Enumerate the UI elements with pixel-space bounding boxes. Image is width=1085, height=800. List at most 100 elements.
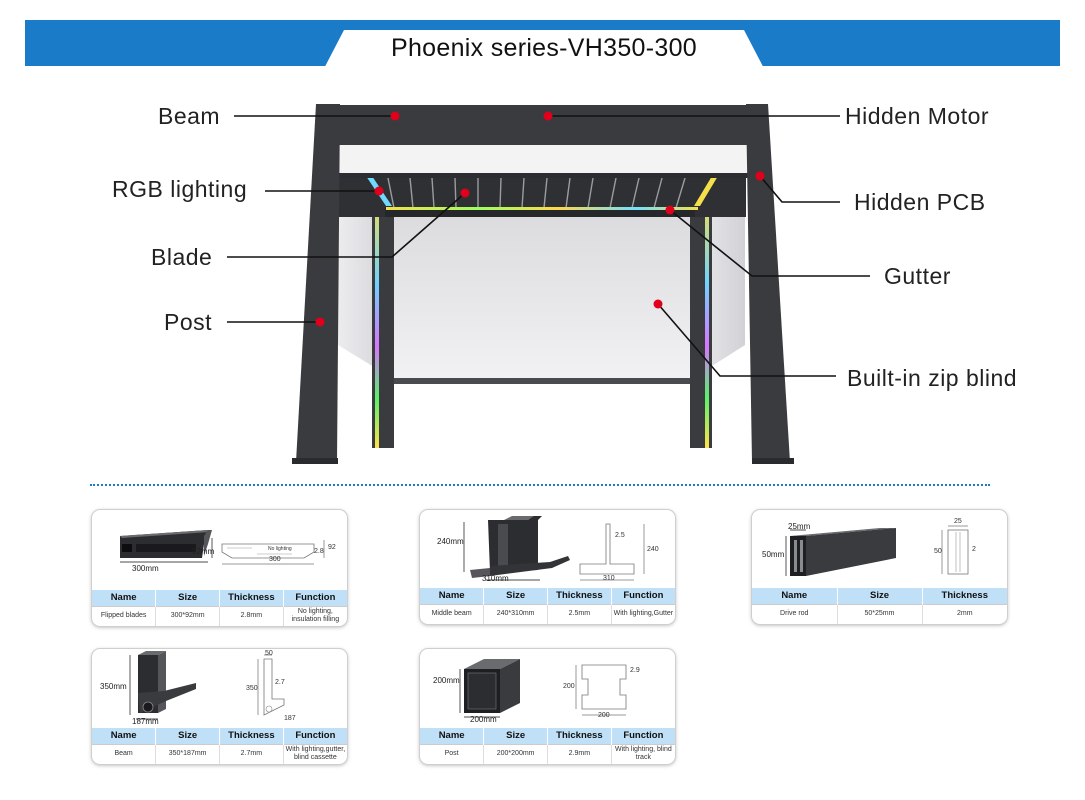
leader-lines (227, 115, 870, 377)
callout-dots (315, 111, 765, 327)
front-post-right (746, 104, 790, 462)
callout-hidden-motor: Hidden Motor (845, 103, 990, 129)
callout-blade: Blade (151, 244, 213, 270)
middle-beam-profile-figure (463, 516, 645, 581)
dim-drive-rod-width: 25mm (788, 522, 811, 531)
col-header-function: Function (611, 588, 675, 604)
drive-rod-profile-figure (785, 525, 969, 576)
dim-beam-schematic-top: 50 (265, 650, 273, 657)
spec-table-flipped-blades: Name Size Thickness Function Flipped bla… (92, 590, 347, 626)
col-header-thickness: Thickness (219, 590, 284, 606)
dim-blade-schematic-height: 92 (328, 544, 336, 551)
cell-function: With lighting,Gutter (611, 603, 675, 624)
section-divider (90, 484, 990, 486)
rgb-strip-top (386, 207, 698, 210)
dim-post-schematic-width: 200 (598, 712, 610, 719)
blind-cassette (337, 145, 749, 175)
col-header-size: Size (155, 590, 220, 606)
spec-table-post: Name Size Thickness Function Post 200*20… (420, 728, 675, 764)
dim-post-height: 200mm (433, 676, 460, 685)
col-header-function: Function (283, 590, 347, 606)
pergola-diagram: Beam RGB lighting Blade Post Hidden Moto… (0, 80, 1085, 480)
header-banner: Phoenix series-VH350-300 (0, 0, 1085, 80)
cell-function: No lighting, insulation filling (283, 605, 347, 626)
front-beam (318, 105, 768, 145)
col-header-function: Function (283, 728, 347, 744)
dim-drive-rod-schematic-height: 50 (934, 548, 942, 555)
dim-drive-rod-height: 50mm (762, 550, 785, 559)
post-foot-right (752, 458, 794, 464)
col-header-function: Function (611, 728, 675, 744)
blind-bottom-bar (390, 378, 700, 384)
dim-post-schematic-height: 200 (563, 683, 575, 690)
table-row: Middle beam 240*310mm 2.5mm With lightin… (420, 603, 675, 624)
col-header-name: Name (92, 590, 157, 606)
col-header-name: Name (420, 728, 485, 744)
cassette-bottom-edge (337, 173, 749, 178)
dim-blade-width: 300mm (132, 564, 159, 573)
dim-middle-beam-schematic-width: 310 (603, 575, 615, 582)
dim-middle-beam-schematic-thickness: 2.5 (615, 532, 625, 539)
spec-table-middle-beam: Name Size Thickness Function Middle beam… (420, 588, 675, 624)
cell-name: Middle beam (420, 603, 485, 624)
spec-table-drive-rod: Name Size Thickness Drive rod 50*25mm 2m… (752, 588, 1007, 624)
cell-size: 300*92mm (155, 605, 220, 626)
cell-size: 200*200mm (483, 743, 548, 764)
blade-lines (387, 177, 686, 209)
col-header-thickness: Thickness (922, 588, 1007, 604)
dim-post-schematic-thickness: 2.9 (630, 667, 640, 674)
table-row: Drive rod 50*25mm 2mm (752, 603, 1007, 624)
post-profile-figure (459, 659, 627, 718)
beam-profile-figure (129, 651, 285, 720)
dim-drive-rod-schematic-thickness: 2 (972, 546, 976, 553)
blade-profile-figure (120, 530, 325, 565)
dim-beam-width: 187mm (132, 717, 159, 726)
cell-size: 50*25mm (837, 603, 923, 624)
spec-card-drive-rod: 25mm 50mm 25 50 2 Name Size Thickness Dr… (752, 510, 1007, 624)
cell-name: Drive rod (752, 603, 838, 624)
col-header-thickness: Thickness (547, 728, 612, 744)
post-foot-left (292, 458, 338, 464)
dim-beam-schematic-thickness: 2.7 (275, 679, 285, 686)
front-post-left (296, 104, 340, 462)
dim-beam-schematic-height: 350 (246, 685, 258, 692)
callout-gutter: Gutter (884, 263, 951, 289)
spec-card-middle-beam: 240mm 310mm 310 240 2.5 Name Size Thickn… (420, 510, 675, 624)
cell-function: With lighting, blind track (611, 743, 675, 764)
callout-rgb-lighting: RGB lighting (112, 176, 248, 202)
spec-table-beam: Name Size Thickness Function Beam 350*18… (92, 728, 347, 764)
dim-post-width: 200mm (470, 715, 497, 724)
cell-thickness: 2.5mm (547, 603, 612, 624)
cell-size: 240*310mm (483, 603, 548, 624)
pergola-illustration (227, 104, 870, 464)
callout-beam: Beam (158, 103, 221, 129)
dim-beam-schematic-width: 187 (284, 715, 296, 722)
cell-thickness: 2.8mm (219, 605, 284, 626)
col-header-thickness: Thickness (219, 728, 284, 744)
table-row: Beam 350*187mm 2.7mm With lighting,gutte… (92, 743, 347, 764)
page-title: Phoenix series-VH350-300 (391, 34, 697, 62)
table-row: Post 200*200mm 2.9mm With lighting, blin… (420, 743, 675, 764)
col-header-thickness: Thickness (547, 588, 612, 604)
dim-middle-beam-height: 240mm (437, 537, 464, 546)
rgb-strip-right (705, 195, 709, 448)
spec-card-post: 200mm 200mm 200 200 2.9 Name Size Thickn… (420, 649, 675, 764)
rgb-corner-right (694, 176, 718, 206)
header-title-tab (318, 30, 770, 80)
cell-name: Beam (92, 743, 157, 764)
spec-card-beam: 350mm 187mm 50 350 2.7 187 Name Size Thi… (92, 649, 347, 764)
dim-blade-height: 92mm (192, 547, 215, 556)
cell-function: With lighting,gutter, blind cassette (283, 743, 347, 764)
col-header-name: Name (420, 588, 485, 604)
gutter-bar (385, 207, 695, 217)
col-header-name: Name (752, 588, 838, 604)
cell-name: Post (420, 743, 485, 764)
dim-middle-beam-schematic-height: 240 (647, 546, 659, 553)
col-header-size: Size (483, 588, 548, 604)
callout-hidden-pcb: Hidden PCB (854, 189, 986, 215)
cell-name: Flipped blades (92, 605, 157, 626)
col-header-size: Size (155, 728, 220, 744)
col-header-name: Name (92, 728, 157, 744)
dim-blade-schematic-note: No lighting (268, 546, 292, 552)
dim-blade-schematic-thickness: 2.8 (314, 548, 324, 555)
